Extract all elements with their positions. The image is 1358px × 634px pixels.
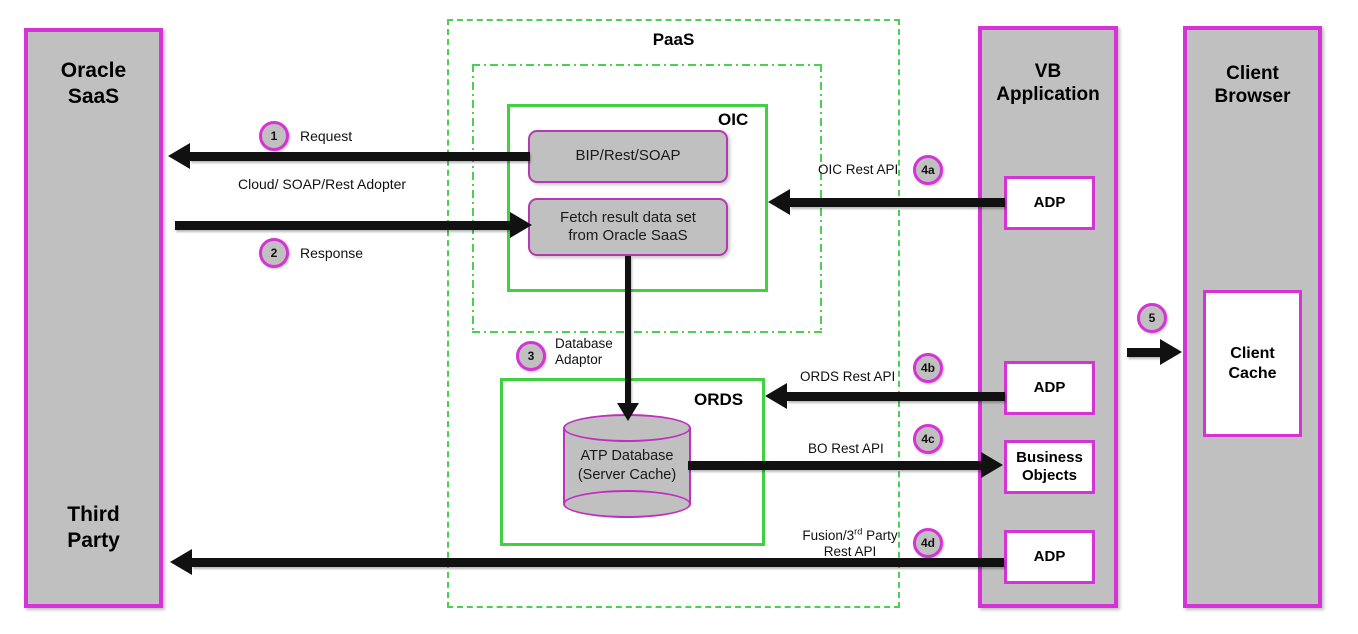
zone-oracle-saas-title: Oracle SaaS (24, 58, 163, 109)
step-badge-3: 3 (516, 341, 546, 371)
arrow-database-adaptor (625, 256, 631, 412)
bip-rest-soap-label: BIP/Rest/SOAP (575, 147, 681, 165)
cylinder-bottom (563, 490, 691, 518)
vb-application-label-line2: Application (996, 84, 1100, 106)
arrow-to-client-browser-head (1160, 339, 1182, 365)
third-party-label-line1: Third (67, 503, 120, 526)
atp-database-line2: (Server Cache) (577, 467, 677, 483)
atp-database-cylinder: ATP Database (Server Cache) (563, 414, 691, 518)
atp-database-label: ATP Database (Server Cache) (563, 447, 691, 485)
arrow-fusion-rest-api (192, 558, 1004, 567)
paas-label: PaaS (652, 30, 695, 49)
arrow-bo-rest-api (688, 461, 983, 470)
vb-item-adp-3-label: ADP (1033, 548, 1066, 565)
step-badge-4d: 4d (913, 528, 943, 558)
oracle-saas-label-line2: SaaS (67, 84, 120, 108)
arrow-fusion-rest-api-head (170, 549, 192, 575)
arrow-response (175, 221, 512, 230)
step-badge-4a: 4a (913, 155, 943, 185)
zone-third-party-title: Third Party (24, 502, 163, 553)
arrow-ords-rest-api-head (765, 383, 787, 409)
vb-item-adp-1[interactable]: ADP (1004, 176, 1095, 230)
arrow-request-head (168, 143, 190, 169)
step-badge-1: 1 (259, 121, 289, 151)
client-cache-line1: Client (1230, 345, 1275, 363)
client-browser-label-line2: Browser (1214, 86, 1291, 108)
vb-item-business-objects-line1: Business (1016, 449, 1083, 466)
zone-vb-application (978, 26, 1118, 608)
step-label-4d: Fusion/3rd Party Rest API (797, 526, 903, 560)
third-party-label-line2: Party (67, 528, 120, 552)
oic-box-bip-rest-soap: BIP/Rest/SOAP (528, 130, 728, 183)
oracle-saas-label-line1: Oracle (60, 59, 127, 82)
client-cache-line2: Cache (1228, 364, 1277, 382)
vb-item-business-objects-line2: Objects (1021, 467, 1077, 484)
zone-oracle-saas (24, 28, 163, 608)
step-badge-5: 5 (1137, 303, 1167, 333)
oic-box (507, 104, 768, 292)
vb-item-adp-2[interactable]: ADP (1004, 361, 1095, 415)
arrow-to-client-browser (1127, 348, 1165, 357)
step-label-3-line1: Database (555, 336, 613, 351)
step-label-4d-post: Party (862, 527, 898, 543)
step-label-1: Request (300, 128, 353, 144)
arrow-database-adaptor-head (617, 403, 639, 421)
zone-client-browser-title: Client Browser (1183, 62, 1322, 108)
client-item-client-cache[interactable]: Client Cache (1203, 290, 1302, 437)
arrow-bo-rest-api-head (981, 452, 1003, 478)
vb-item-adp-1-label: ADP (1033, 194, 1066, 211)
vb-application-label-line1: VB (1034, 61, 1062, 82)
fetch-result-label-line1: Fetch result data set (560, 208, 696, 226)
step-label-3-line2: Adaptor (555, 352, 603, 368)
arrow-request (190, 152, 530, 161)
oic-label: OIC (718, 110, 749, 129)
step-label-4b: ORDS Rest API (800, 369, 896, 384)
paas-boundary (447, 19, 900, 608)
step-label-3: Database Adaptor (555, 336, 613, 368)
arrow-oic-rest-api-head (768, 189, 790, 215)
step-label-2: Response (300, 245, 364, 261)
client-browser-label-line1: Client (1226, 63, 1279, 84)
fetch-result-label-line2: from Oracle SaaS (568, 227, 688, 244)
ords-label: ORDS (694, 390, 744, 409)
step-label-4d-sup: rd (854, 526, 863, 536)
step-badge-4c: 4c (913, 424, 943, 454)
step-label-4d-line2: Rest API (823, 543, 877, 559)
vb-item-business-objects[interactable]: Business Objects (1004, 440, 1095, 494)
arrow-oic-rest-api (790, 198, 1005, 207)
step-label-4c: BO Rest API (808, 441, 884, 456)
step-label-4a: OIC Rest API (818, 162, 899, 177)
step-badge-2: 2 (259, 238, 289, 268)
arrow-ords-rest-api (787, 392, 1005, 401)
step-label-4d-pre: Fusion/3 (802, 527, 855, 543)
label-cloud-adapter: Cloud/ SOAP/Rest Adopter (238, 176, 407, 192)
vb-item-adp-2-label: ADP (1033, 379, 1066, 396)
step-badge-4b: 4b (913, 353, 943, 383)
oic-box-fetch-result: Fetch result data set from Oracle SaaS (528, 198, 728, 256)
zone-vb-application-title: VB Application (978, 60, 1118, 106)
vb-item-adp-3[interactable]: ADP (1004, 530, 1095, 584)
atp-database-line1: ATP Database (580, 448, 674, 465)
arrow-response-head (510, 212, 532, 238)
